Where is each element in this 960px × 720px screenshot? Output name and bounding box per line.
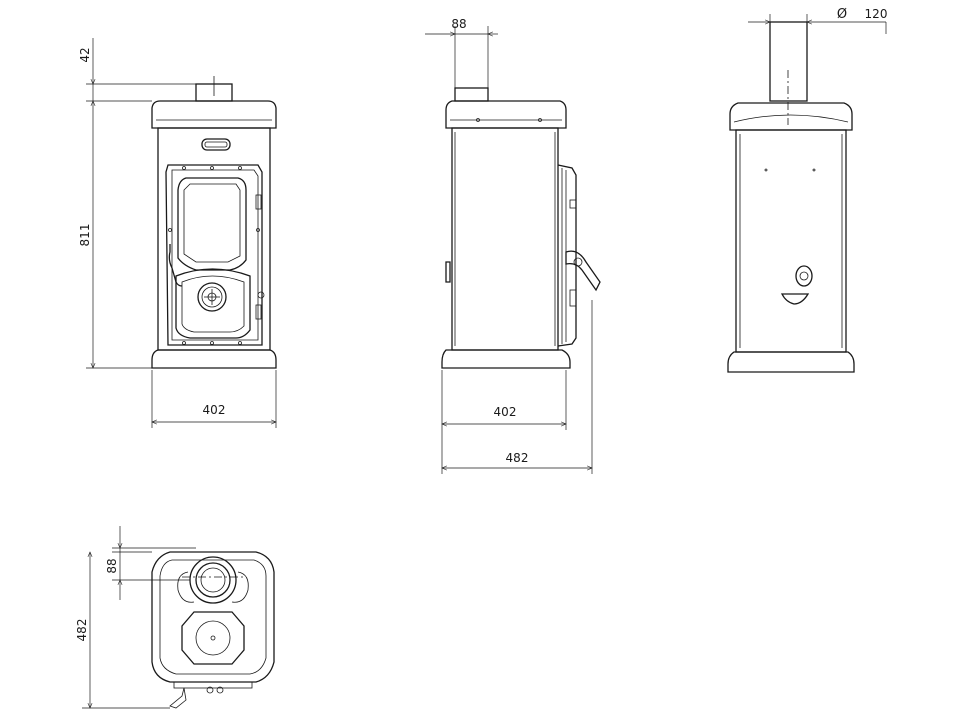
rear-air-inlet — [795, 265, 813, 287]
rear-top-cap — [729, 102, 853, 131]
rear-flue-pipe — [769, 21, 808, 102]
front-lower-panel — [175, 268, 251, 339]
front-dimensions: 42 811 402 — [78, 38, 276, 428]
plan-view — [151, 551, 275, 709]
rear-dimensions: Ø 120 — [748, 7, 887, 34]
side-handle — [445, 261, 451, 283]
plan-outline — [151, 551, 275, 683]
plan-door-lever — [169, 687, 187, 709]
side-base — [441, 349, 571, 369]
dim-plan-flue-offset: 88 — [105, 558, 119, 573]
dim-side-flue-offset: 88 — [451, 17, 466, 31]
side-top-cap — [445, 100, 567, 129]
plan-flue — [195, 562, 231, 598]
rear-body — [735, 129, 847, 353]
plan-flue-ring — [189, 556, 237, 604]
dim-side-width: 402 — [494, 405, 517, 419]
front-door-handle — [168, 244, 183, 287]
dim-rear-diameter-symbol: Ø — [837, 7, 847, 22]
plan-dimensions: 88 482 — [75, 526, 196, 708]
side-body — [451, 127, 559, 351]
front-body — [157, 127, 271, 351]
dim-plan-depth: 482 — [75, 619, 89, 642]
front-top-cap — [151, 100, 277, 129]
rear-view — [727, 21, 855, 373]
front-air-control-dial — [197, 282, 227, 312]
side-view — [441, 87, 601, 369]
side-door-profile — [557, 164, 577, 347]
side-door-lever — [565, 250, 601, 292]
dim-side-depth: 482 — [506, 451, 529, 465]
rear-outlet — [780, 293, 810, 305]
plan-firebox — [181, 611, 245, 665]
side-flue-pipe — [454, 87, 489, 102]
front-base — [151, 349, 277, 369]
side-dimensions: 88 402 482 — [425, 17, 592, 474]
dim-front-width: 402 — [203, 403, 226, 417]
front-view — [151, 76, 277, 369]
front-nameplate — [201, 138, 231, 151]
rear-base — [727, 351, 855, 373]
dim-front-top-offset: 42 — [78, 47, 92, 62]
plan-door — [173, 681, 253, 689]
dim-front-height: 811 — [78, 224, 92, 247]
dim-rear-flue-diameter: 120 — [865, 7, 888, 21]
front-glass-window — [177, 177, 247, 271]
front-door-frame — [165, 164, 263, 346]
